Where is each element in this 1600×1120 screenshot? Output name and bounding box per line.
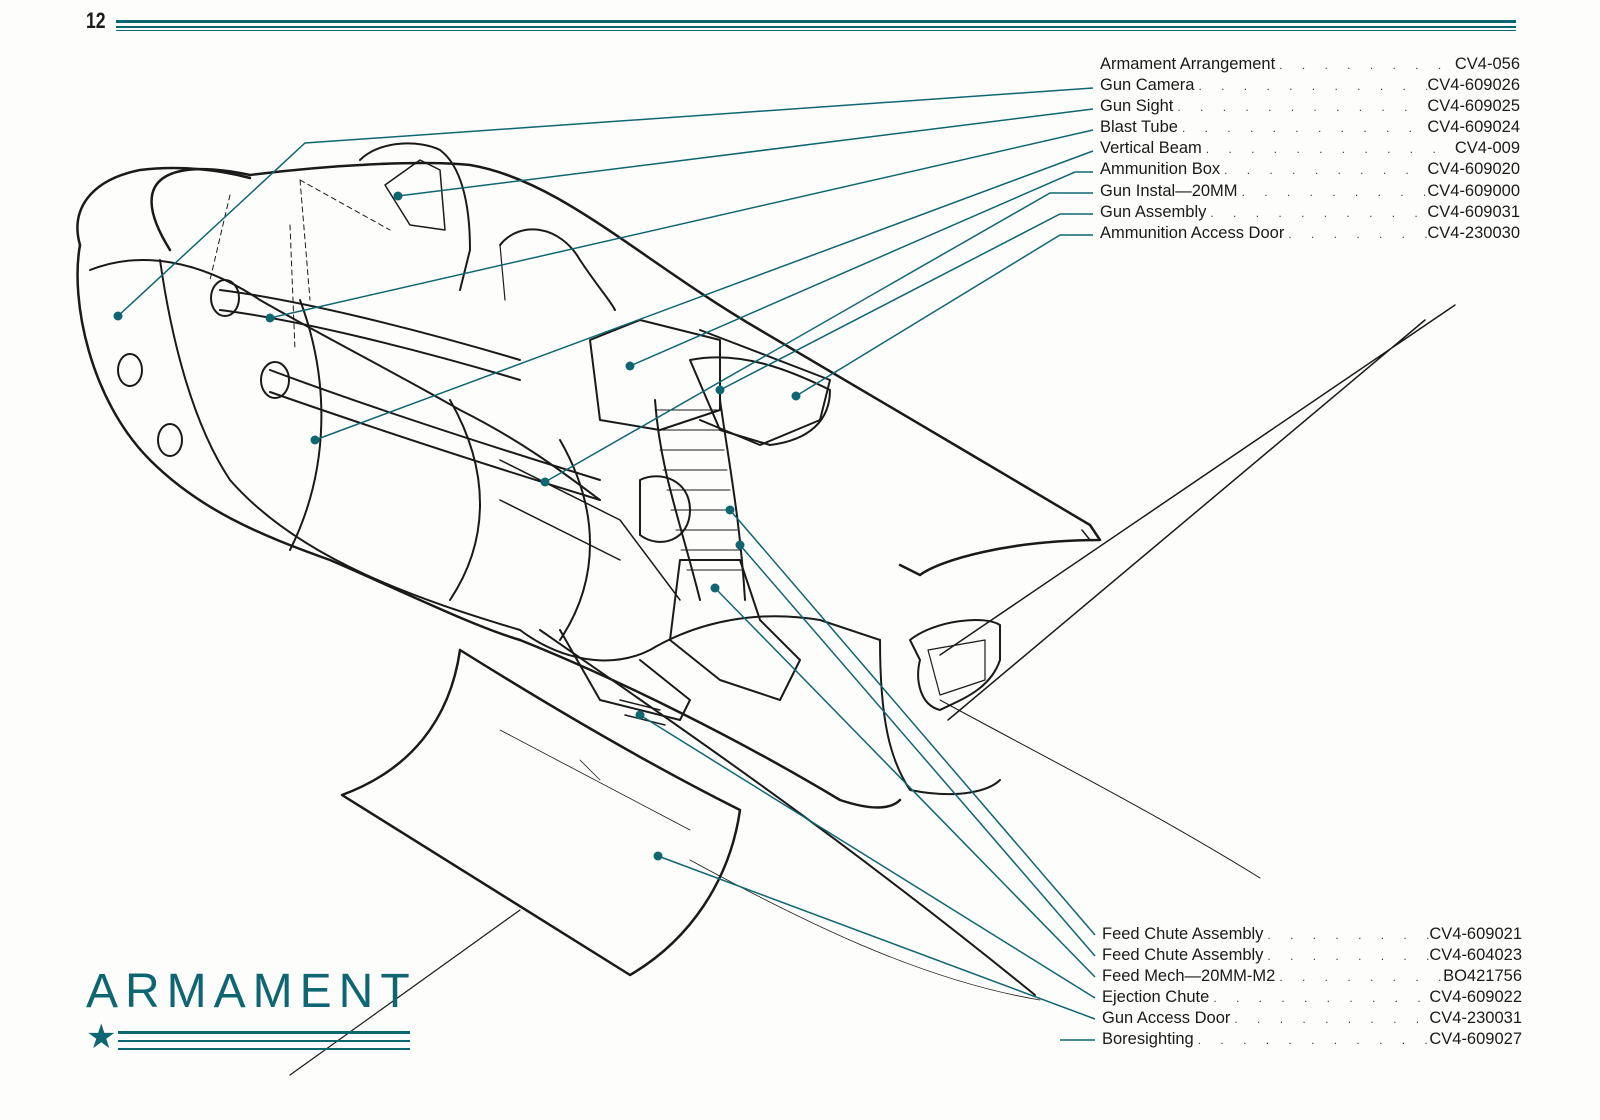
title-rule <box>118 1040 410 1042</box>
part-row: Gun SightCV4-609025 <box>1100 96 1520 117</box>
title-rule <box>118 1031 410 1034</box>
gun-bay-cutout <box>89 259 601 501</box>
part-row: Feed Mech—20MM-M2BO421756 <box>1102 966 1522 987</box>
leader-ammunition-box <box>629 171 1093 367</box>
leader-blast-tube <box>269 129 1094 319</box>
canopy <box>359 142 471 291</box>
feed-mechanism <box>639 475 691 543</box>
upper-gun-barrel <box>219 289 521 381</box>
fuselage-outline <box>150 161 1102 577</box>
leader-gun-sight <box>397 108 1094 197</box>
part-row: Gun Access DoorCV4-230031 <box>1102 1008 1522 1029</box>
leader-ejection-chute <box>639 714 1096 999</box>
section-title: ARMAMENT <box>86 965 417 1018</box>
part-row: Blast TubeCV4-609024 <box>1100 117 1520 138</box>
part-row: Feed Chute AssemblyCV4-604023 <box>1102 945 1522 966</box>
nose-intake-lip <box>76 166 252 247</box>
leader-vertical-beam <box>314 150 1094 441</box>
ejection-chute <box>559 629 691 721</box>
ammunition-access-door <box>689 356 831 446</box>
parts-list-bottom: Feed Chute AssemblyCV4-609021 Feed Chute… <box>1102 924 1522 1051</box>
part-row: Feed Chute AssemblyCV4-609021 <box>1102 924 1522 945</box>
part-row: Ammunition Access DoorCV4-230030 <box>1100 223 1520 244</box>
title-rule <box>118 1048 410 1050</box>
wing-outline <box>939 304 1456 721</box>
part-row: Ammunition BoxCV4-609020 <box>1100 159 1520 180</box>
leader-gun-camera <box>117 87 1094 317</box>
star-icon: ★ <box>86 1018 117 1056</box>
leader-gun-access-door <box>657 855 1096 1020</box>
ammunition-box <box>589 319 721 431</box>
header-rule <box>116 20 1516 34</box>
leader-feed-chute-1 <box>729 509 1096 936</box>
leader-feed-mech <box>714 587 1096 978</box>
part-row: Vertical BeamCV4-009 <box>1100 138 1520 159</box>
gun-access-door <box>340 648 742 977</box>
part-row: Ejection ChuteCV4-609022 <box>1102 987 1522 1008</box>
leader-feed-chute-2 <box>739 544 1096 957</box>
leader-gun-instal <box>544 192 1093 483</box>
leader-gun-assembly <box>719 213 1093 391</box>
page-number: 12 <box>86 8 106 33</box>
part-row: Gun AssemblyCV4-609031 <box>1100 202 1520 223</box>
wing-root-fairing <box>909 619 1001 711</box>
parts-list-top: Armament ArrangementCV4-056 Gun CameraCV… <box>1100 54 1520 244</box>
part-row: Armament ArrangementCV4-056 <box>1100 54 1520 75</box>
part-row: BoresightingCV4-609027 <box>1102 1029 1522 1050</box>
part-row: Gun CameraCV4-609026 <box>1100 75 1520 96</box>
leader-ammunition-access-door <box>795 234 1093 397</box>
part-row: Gun Instal—20MMCV4-609000 <box>1100 181 1520 202</box>
